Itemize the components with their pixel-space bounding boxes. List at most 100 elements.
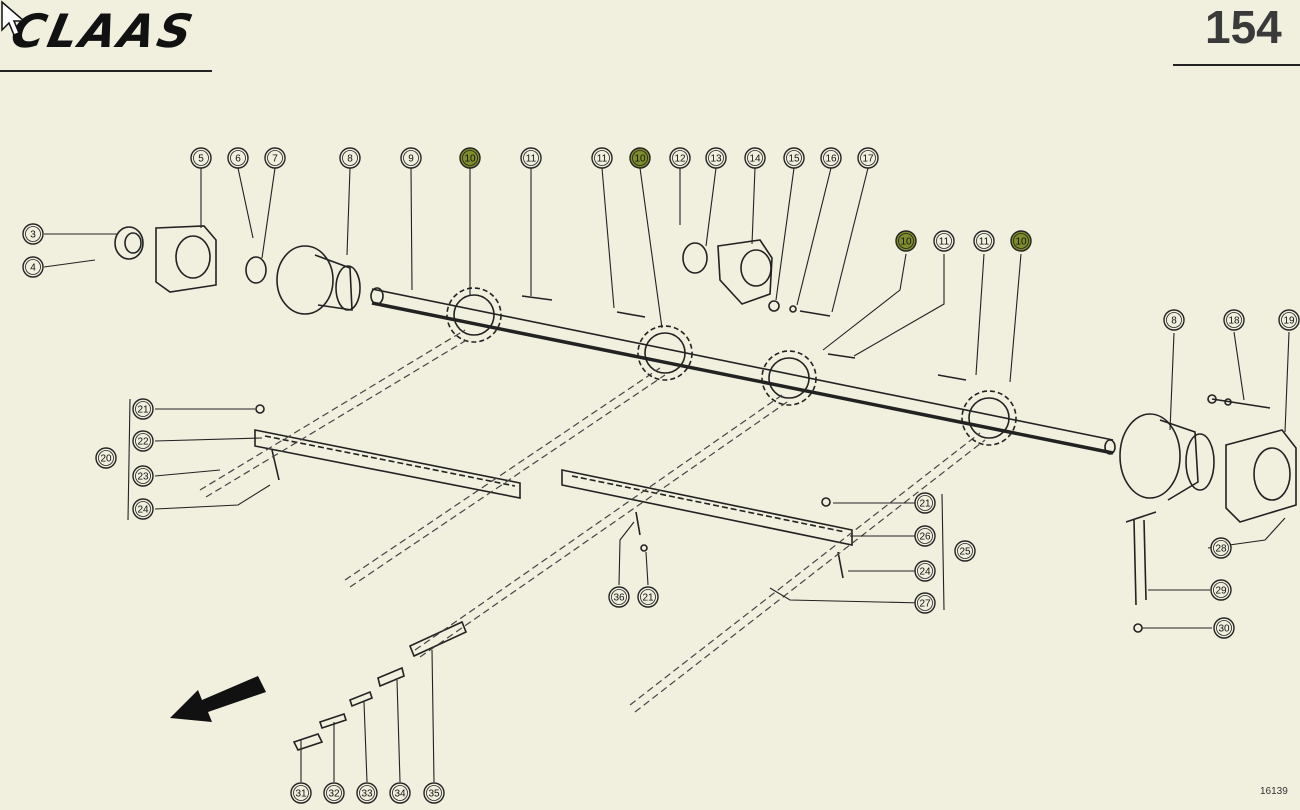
callout-inner-ring: [392, 785, 408, 801]
bearing-housing-centre: [717, 239, 773, 305]
bolt-21-left: [255, 404, 265, 414]
callout-21: 21: [132, 398, 154, 420]
callout-inner-ring: [523, 150, 539, 166]
callout-inner-ring: [359, 785, 375, 801]
callout-inner-ring: [786, 150, 802, 166]
callout-inner-ring: [135, 401, 151, 417]
callout-inner-ring: [1213, 582, 1229, 598]
callout-11: 11: [933, 230, 955, 252]
callout-circle: [783, 147, 805, 169]
callout-circle: [914, 560, 936, 582]
callout-inner-ring: [611, 589, 627, 605]
callout-circle: [1163, 309, 1185, 331]
callout-11: 11: [520, 147, 542, 169]
callout-inner-ring: [860, 150, 876, 166]
callout-label: 34: [394, 789, 406, 800]
callout-inner-ring: [135, 468, 151, 484]
callout-circle: [132, 498, 154, 520]
callout-label: 3: [30, 230, 36, 241]
connector-35: [408, 620, 468, 658]
chain-run-2: [344, 367, 666, 588]
callout-inner-ring: [462, 150, 478, 166]
callout-18: 18: [1223, 309, 1245, 331]
callout-circle: [933, 230, 955, 252]
callout-circle: [591, 147, 613, 169]
callout-circle: [132, 465, 154, 487]
callout-34: 34: [389, 782, 411, 804]
callout-label: 19: [1283, 316, 1295, 327]
callout-label: 15: [788, 154, 800, 165]
callout-21: 21: [914, 492, 936, 514]
callout-inner-ring: [193, 150, 209, 166]
callout-circle: [520, 147, 542, 169]
bolt-24-centre: [837, 551, 844, 579]
callout-17: 17: [857, 147, 879, 169]
callout-26: 26: [914, 525, 936, 547]
callout-label: 28: [1215, 544, 1227, 555]
callout-24: 24: [132, 498, 154, 520]
callout-10: 10: [459, 147, 481, 169]
callout-label: 33: [361, 789, 373, 800]
bearing-ring-left: [245, 256, 267, 284]
callout-label: 24: [137, 505, 149, 516]
callout-11: 11: [973, 230, 995, 252]
callout-inner-ring: [1226, 312, 1242, 328]
callout-16: 16: [820, 147, 842, 169]
callout-circle: [705, 147, 727, 169]
callout-10: 10: [629, 147, 651, 169]
callout-9: 9: [400, 147, 422, 169]
callout-circle: [290, 782, 312, 804]
callout-inner-ring: [917, 595, 933, 611]
callout-23: 23: [132, 465, 154, 487]
callout-label: 8: [347, 154, 353, 165]
callout-inner-ring: [267, 150, 283, 166]
callout-10: 10: [1010, 230, 1032, 252]
callout-label: 16: [825, 154, 837, 165]
callout-8: 8: [339, 147, 361, 169]
callout-circle: [1278, 309, 1300, 331]
callout-30: 30: [1213, 617, 1235, 639]
key-11-d: [937, 374, 967, 381]
connector-31: [292, 733, 324, 751]
callout-inner-ring: [594, 150, 610, 166]
callout-circle: [22, 223, 44, 245]
callout-circle: [954, 540, 976, 562]
callout-14: 14: [744, 147, 766, 169]
callout-label: 20: [100, 454, 112, 465]
bolt-21-centre: [821, 497, 831, 507]
callout-12: 12: [669, 147, 691, 169]
callout-inner-ring: [917, 528, 933, 544]
callout-4: 4: [22, 256, 44, 278]
callout-label: 5: [198, 154, 204, 165]
callout-label: 26: [919, 532, 931, 543]
callout-label: 36: [613, 593, 625, 604]
callout-label: 4: [30, 263, 36, 274]
callout-27: 27: [914, 592, 936, 614]
callout-11: 11: [591, 147, 613, 169]
callout-inner-ring: [293, 785, 309, 801]
callout-circle: [339, 147, 361, 169]
callout-circle: [914, 492, 936, 514]
mouse-pointer-icon: [1, 0, 27, 36]
callout-label: 35: [428, 789, 440, 800]
callout-label: 17: [862, 154, 874, 165]
bolt-18: [1207, 394, 1271, 409]
callout-circle: [857, 147, 879, 169]
callout-label: 14: [749, 154, 761, 165]
callout-inner-ring: [936, 233, 952, 249]
callout-inner-ring: [708, 150, 724, 166]
callout-inner-ring: [976, 233, 992, 249]
bearing-ring-centre: [682, 242, 708, 274]
guide-rail-centre: [561, 469, 853, 546]
bolt-36: [635, 511, 648, 552]
callout-circle: [1010, 230, 1032, 252]
callout-label: 24: [919, 567, 931, 578]
callout-inner-ring: [632, 150, 648, 166]
callout-7: 7: [264, 147, 286, 169]
connector-34: [377, 666, 405, 688]
callout-label: 12: [674, 154, 686, 165]
chain-run-4: [629, 432, 986, 713]
callout-circle: [132, 398, 154, 420]
callout-inner-ring: [426, 785, 442, 801]
